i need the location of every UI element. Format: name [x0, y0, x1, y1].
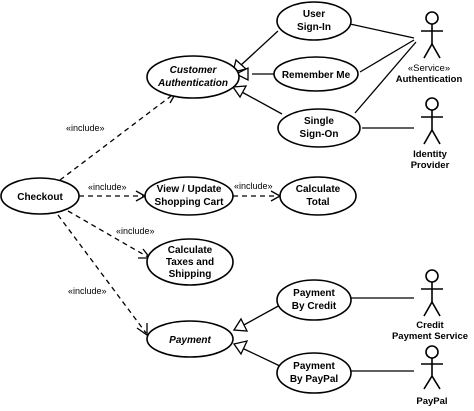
actor-stereotype: «Service»: [408, 63, 450, 74]
generalization-payment-paypal: [241, 347, 283, 368]
use-case-label: User: [303, 9, 325, 20]
include-checkout-taxes: [67, 210, 149, 258]
stick-figure-icon: [421, 269, 443, 317]
include-checkout-auth: [59, 92, 176, 181]
include-label-taxes: «include»: [116, 226, 155, 236]
include-arrowhead: [136, 323, 148, 337]
generalization-single-signon: [239, 90, 283, 115]
use-case-label: Authentication: [157, 78, 228, 89]
use-case-label: Payment: [293, 288, 335, 299]
actor-authentication: «Service» Authentication: [396, 11, 463, 85]
use-case-single-sign-on: Single Sign-On: [277, 108, 361, 148]
actor-credit-payment-service: Credit Payment Service: [392, 269, 468, 342]
actor-label: Payment Service: [392, 331, 468, 342]
stick-figure-icon: [421, 97, 443, 145]
use-case-customer-authentication: Customer Authentication: [146, 55, 240, 99]
stick-figure-icon: [421, 345, 443, 390]
use-case-label: Calculate: [296, 184, 341, 195]
use-case-label: View / Update: [157, 184, 222, 195]
actor-paypal: PayPal: [416, 345, 448, 407]
use-case-label: Single: [304, 116, 334, 127]
generalization-arrowhead: [231, 85, 248, 99]
include-label-auth: «include»: [66, 123, 105, 133]
use-case-payment-by-paypal: Payment By PayPal: [276, 352, 352, 394]
use-case-user-sign-in: User Sign-In: [276, 1, 352, 41]
use-case-label: Remember Me: [282, 70, 351, 81]
use-case-label: Sign-In: [297, 22, 331, 33]
association-single-signon-auth: [354, 41, 417, 114]
actor-label: Identity: [413, 149, 447, 160]
use-case-checkout: Checkout: [0, 177, 80, 215]
use-case-payment: Payment: [146, 320, 234, 358]
include-label-total: «include»: [234, 181, 273, 191]
use-case-calculate-taxes-shipping: Calculate Taxes and Shipping: [146, 238, 234, 286]
actor-identity-provider: Identity Provider: [411, 97, 450, 171]
use-case-label: By PayPal: [290, 374, 339, 385]
association-user-signin-auth: [349, 23, 415, 39]
use-case-label: Sign-On: [300, 129, 339, 140]
use-case-label: Taxes and: [166, 257, 214, 268]
use-case-label: By Credit: [292, 301, 337, 312]
use-case-view-update-cart: View / Update Shopping Cart: [144, 176, 234, 216]
actor-label: PayPal: [416, 396, 447, 407]
use-case-label: Calculate: [168, 245, 213, 256]
generalization-arrowhead: [232, 317, 249, 332]
generalization-arrowhead: [232, 340, 249, 356]
use-case-label: Total: [306, 197, 329, 208]
actor-label: Credit: [416, 320, 444, 331]
generalization-arrowhead: [234, 66, 249, 82]
include-label-cart: «include»: [88, 182, 127, 192]
use-case-label: Payment: [293, 361, 335, 372]
use-case-label: Payment: [169, 335, 211, 346]
use-case-calculate-total: Calculate Total: [279, 176, 357, 216]
use-case-payment-by-credit: Payment By Credit: [276, 279, 352, 321]
use-case-remember-me: Remember Me: [273, 56, 359, 92]
use-case-label: Customer: [170, 65, 218, 76]
stick-figure-icon: [421, 11, 443, 59]
actor-label: Provider: [411, 160, 450, 171]
include-checkout-payment: [57, 214, 147, 334]
use-case-label: Shipping: [169, 269, 212, 280]
association-remember-me-auth: [359, 39, 415, 73]
generalization-payment-credit: [241, 303, 283, 327]
use-case-label: Shopping Cart: [155, 197, 225, 208]
generalization-user-signin: [239, 30, 279, 67]
include-label-payment: «include»: [68, 286, 107, 296]
use-case-label: Checkout: [17, 192, 63, 203]
actor-label: Authentication: [396, 74, 463, 85]
